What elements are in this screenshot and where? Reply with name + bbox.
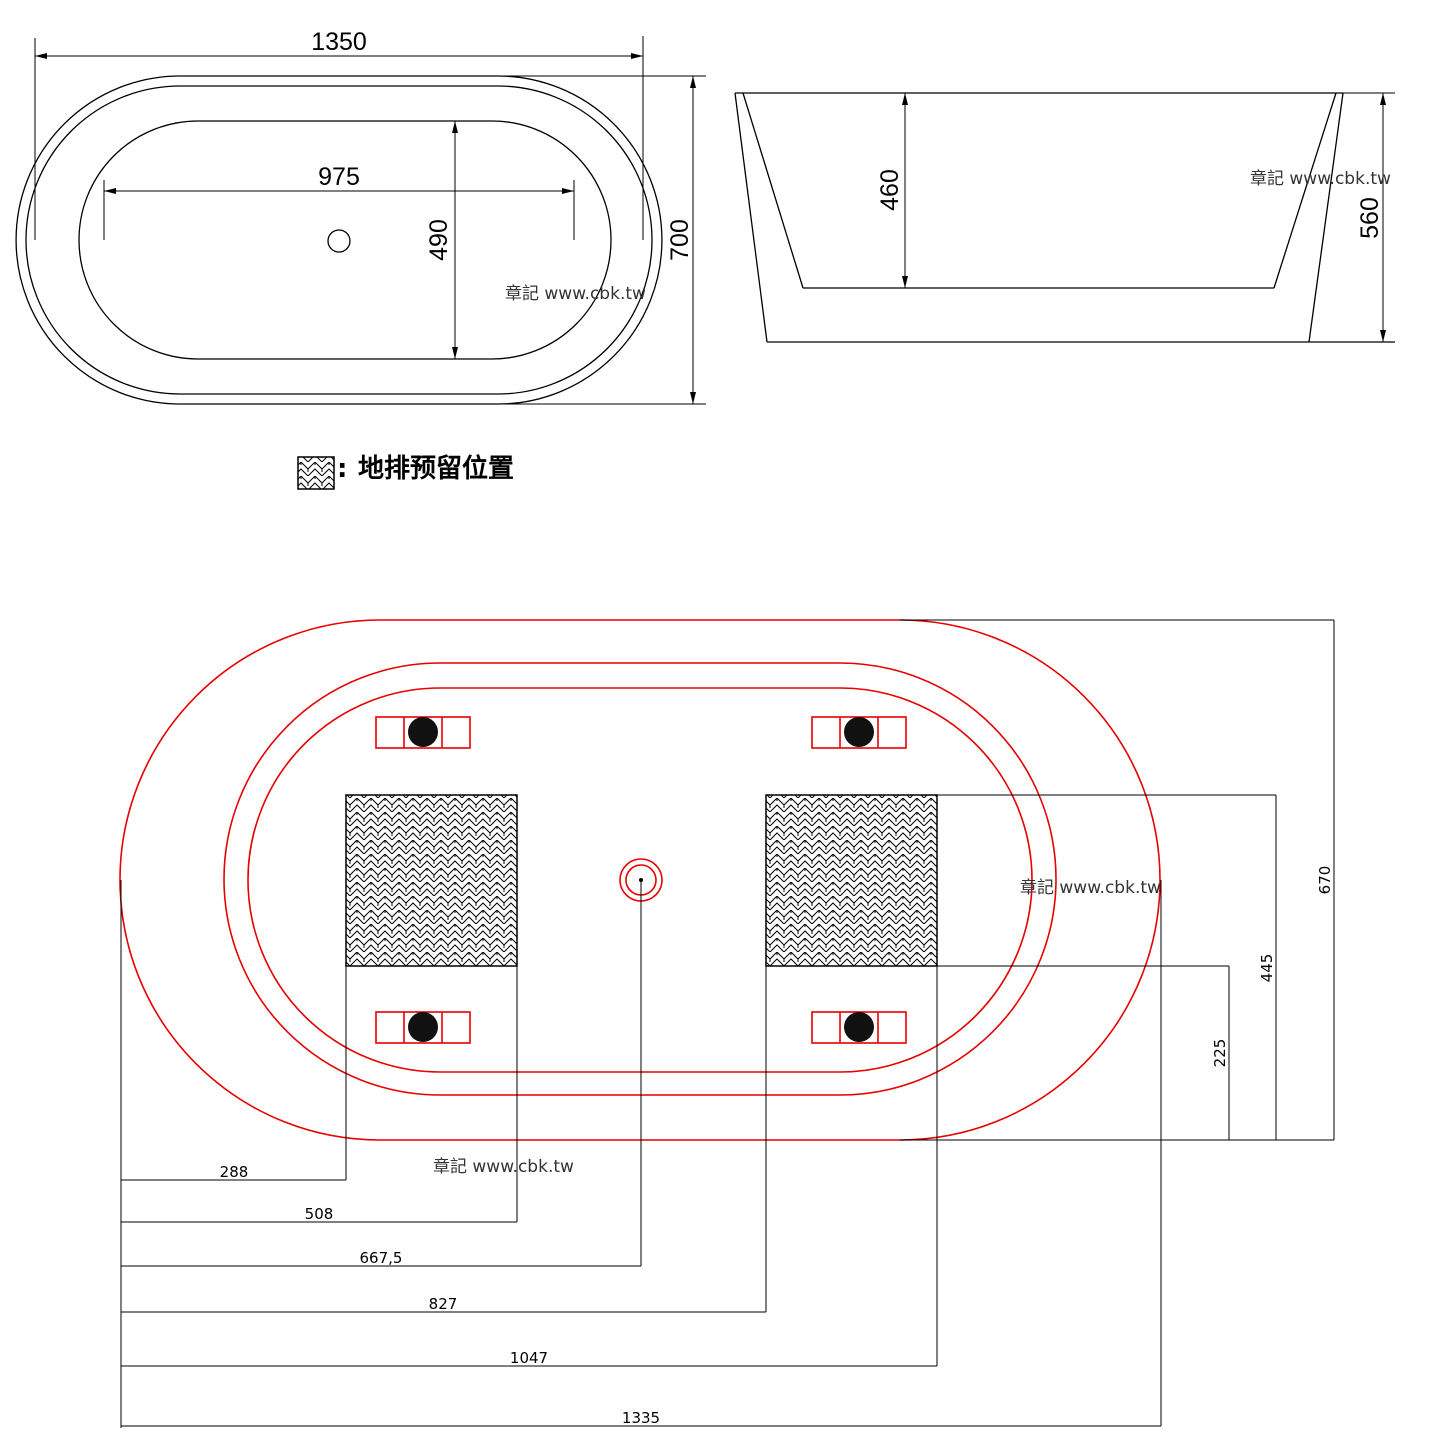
tub-basin [78,120,612,360]
tub-foot-top-left [375,716,471,749]
side-view: 460 560 章記 www.cbk.tw [734,92,1395,343]
drain-icon [327,229,351,253]
tub-rim-inner [25,85,653,395]
floor-drain-zone-right [765,794,938,967]
watermark-plan-bottom: 章記 www.cbk.tw [433,1157,574,1177]
watermark-top: 章記 www.cbk.tw [505,284,646,304]
dim-label-490: 490 [425,219,453,261]
plan-view: 288 508 667,5 827 1047 1335 670 445 225 … [119,619,1335,1428]
svg-text::: : [337,454,347,484]
legend: : 地排预留位置 [297,453,514,490]
tub-outer-rim [15,75,663,405]
dim-label-827: 827 [429,1295,458,1313]
tub-foot-bottom-right [811,1011,907,1044]
dim-label-975: 975 [318,163,360,191]
plan-inner-outline [247,687,1033,1073]
dim-label-1350: 1350 [311,28,367,56]
legend-label: 地排预留位置 [358,453,514,484]
dim-label-670: 670 [1316,866,1334,895]
dim-label-1335: 1335 [622,1409,660,1427]
watermark-side: 章記 www.cbk.tw [1250,169,1391,189]
dim-label-508: 508 [305,1205,334,1223]
tub-foot-bottom-left [375,1011,471,1044]
dim-label-225: 225 [1211,1039,1229,1068]
dim-label-1047: 1047 [510,1349,548,1367]
dim-label-560: 560 [1356,197,1384,239]
floor-drain-zone-left [345,794,518,967]
dim-label-445: 445 [1258,954,1276,983]
dim-label-667-5: 667,5 [360,1249,403,1267]
watermark-plan-right: 章記 www.cbk.tw [1020,878,1161,898]
top-view: 1350 975 490 700 章記 www.cbk.tw [15,28,706,405]
floor-drain-swatch-icon [297,456,335,490]
tub-foot-top-right [811,716,907,749]
plan-middle-outline [223,662,1057,1096]
dim-label-288: 288 [220,1163,249,1181]
dim-label-460: 460 [876,169,904,211]
dim-label-700: 700 [666,219,694,261]
